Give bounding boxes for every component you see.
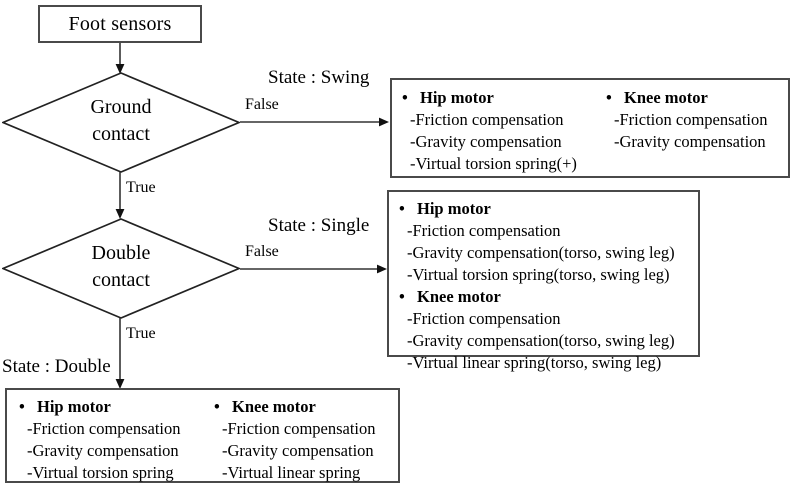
double-knee-item: -Friction compensation — [222, 419, 376, 438]
double-hip-motor-column: • Hip motor -Friction compensation -Grav… — [17, 396, 181, 484]
single-hip-motor-column: • Hip motor -Friction compensation -Grav… — [397, 198, 675, 374]
edge-double-contact-false — [240, 261, 388, 277]
start-node-foot-sensors[interactable]: Foot sensors — [38, 5, 202, 43]
heading-text: Knee motor — [624, 88, 708, 107]
double-hip-item: -Virtual torsion spring — [27, 463, 174, 482]
edge-label-ground-contact-true: True — [126, 179, 156, 196]
edge-label-double-contact-true: True — [126, 325, 156, 342]
heading-text: Hip motor — [37, 397, 111, 416]
swing-hip-motor-heading: • Hip motor — [400, 87, 577, 109]
single-hip-item: -Virtual torsion spring(torso, swing leg… — [407, 265, 670, 284]
action-box-single[interactable]: • Hip motor -Friction compensation -Grav… — [387, 190, 700, 372]
double-hip-motor-heading: • Hip motor — [17, 396, 181, 418]
swing-knee-motor-heading: • Knee motor — [604, 87, 768, 109]
bullet-icon: • — [214, 397, 220, 416]
double-knee-motor-heading: • Knee motor — [212, 396, 376, 418]
edge-double-contact-true — [112, 318, 128, 390]
bullet-icon: • — [606, 88, 612, 107]
decision-double-contact-line1: Double — [91, 242, 151, 264]
decision-ground-contact-line1: Ground — [90, 96, 152, 118]
single-hip-motor-heading: • Hip motor — [397, 198, 675, 220]
heading-text: Hip motor — [420, 88, 494, 107]
bullet-icon: • — [19, 397, 25, 416]
edge-ground-contact-false — [240, 114, 390, 130]
swing-knee-item: -Friction compensation — [614, 110, 768, 129]
heading-text: Knee motor — [232, 397, 316, 416]
bullet-icon: • — [399, 287, 405, 306]
state-label-single: State : Single — [268, 215, 370, 236]
single-knee-item: -Virtual linear spring(torso, swing leg) — [407, 353, 662, 372]
edge-ground-contact-true — [112, 172, 128, 220]
double-hip-item: -Gravity compensation — [27, 441, 179, 460]
decision-ground-contact-line2: contact — [92, 123, 150, 145]
swing-hip-item: -Virtual torsion spring(+) — [410, 154, 577, 173]
swing-knee-item: -Gravity compensation — [614, 132, 766, 151]
heading-text: Knee motor — [417, 287, 501, 306]
edge-label-double-contact-false: False — [245, 243, 279, 260]
heading-text: Hip motor — [417, 199, 491, 218]
double-knee-item: -Virtual linear spring — [222, 463, 361, 482]
state-label-double: State : Double — [2, 356, 111, 377]
swing-knee-motor-column: • Knee motor -Friction compensation -Gra… — [604, 87, 768, 153]
swing-hip-motor-column: • Hip motor -Friction compensation -Grav… — [400, 87, 577, 175]
single-hip-item: -Gravity compensation(torso, swing leg) — [407, 243, 675, 262]
decision-double-contact-line2: contact — [92, 269, 150, 291]
decision-ground-contact[interactable]: Ground contact — [2, 72, 240, 173]
bullet-icon: • — [399, 199, 405, 218]
swing-hip-item: -Friction compensation — [410, 110, 564, 129]
single-knee-item: -Gravity compensation(torso, swing leg) — [407, 331, 675, 350]
single-knee-motor-heading: • Knee motor — [397, 286, 675, 308]
decision-double-contact[interactable]: Double contact — [2, 218, 240, 319]
single-hip-item: -Friction compensation — [407, 221, 561, 240]
double-knee-item: -Gravity compensation — [222, 441, 374, 460]
state-label-swing: State : Swing — [268, 67, 370, 88]
double-knee-motor-column: • Knee motor -Friction compensation -Gra… — [212, 396, 376, 484]
double-hip-item: -Friction compensation — [27, 419, 181, 438]
bullet-icon: • — [402, 88, 408, 107]
start-node-label: Foot sensors — [68, 12, 172, 35]
edge-label-ground-contact-false: False — [245, 96, 279, 113]
single-knee-item: -Friction compensation — [407, 309, 561, 328]
action-box-swing[interactable]: • Hip motor -Friction compensation -Grav… — [390, 78, 790, 178]
swing-hip-item: -Gravity compensation — [410, 132, 562, 151]
edge-start-to-ground-contact — [112, 43, 128, 75]
action-box-double[interactable]: • Hip motor -Friction compensation -Grav… — [5, 388, 400, 483]
